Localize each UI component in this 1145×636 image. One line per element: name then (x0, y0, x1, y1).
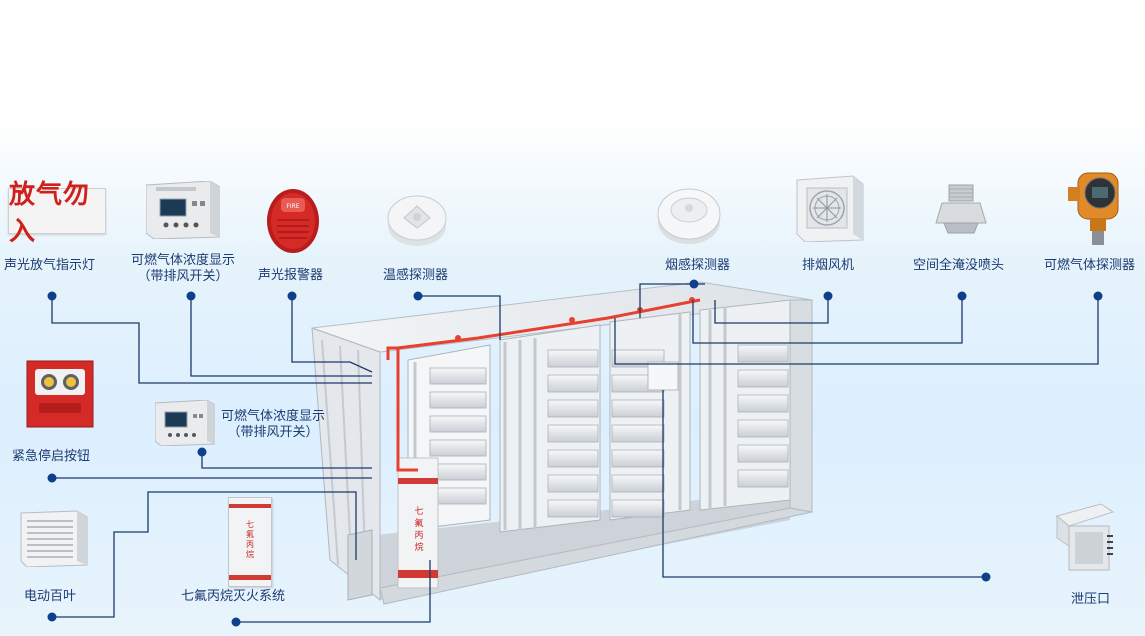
connector-dot (287, 291, 297, 301)
exhaust-fan-icon (795, 174, 865, 243)
cabinet-text: 七氟丙烷 (246, 520, 254, 559)
connector-dot (823, 291, 833, 301)
connector-dot (231, 617, 241, 627)
label-louver: 电动百叶 (24, 589, 77, 604)
connector-dot (981, 572, 991, 582)
label-gas-display-mid: 可燃气体浓度显示 （带排风开关） (216, 409, 330, 441)
louver-icon (19, 509, 89, 568)
label-nozzle: 空间全淹没喷头 (913, 258, 1005, 273)
label-temp-detector: 温感探测器 (383, 268, 449, 283)
label-emergency-button: 紧急停启按钮 (12, 449, 91, 464)
connector-dot (689, 279, 699, 289)
connector-dot (47, 612, 57, 622)
gas-detector-icon (1066, 171, 1126, 247)
label-line: （带排风开关） (137, 269, 229, 284)
label-relief-vent: 泄压口 (1071, 592, 1111, 607)
svg-text:FIRE: FIRE (286, 203, 299, 210)
label-extinguisher: 七氟丙烷灭火系统 (181, 589, 286, 604)
connector-dot (186, 291, 196, 301)
emergency-stop-button-icon (25, 359, 97, 429)
connector-dot (957, 291, 967, 301)
connector-lines (51, 283, 1099, 623)
gas-display-panel-icon (154, 399, 216, 447)
label-line: （带排风开关） (227, 425, 319, 440)
label-smoke-detector: 烟感探测器 (665, 258, 731, 273)
fire-extinguishing-cabinet-icon: 七氟丙烷 (228, 497, 272, 587)
warning-sign-text: 放气勿入 (9, 180, 91, 247)
connector-dot (413, 291, 423, 301)
connector-dot (197, 447, 207, 457)
warning-sign-icon: 放气勿入 (8, 180, 106, 247)
extinguisher-cabinet (397, 457, 439, 589)
label-exhaust-fan: 排烟风机 (802, 258, 855, 273)
label-alarm: 声光报警器 (258, 268, 324, 283)
spray-nozzle-icon (930, 183, 992, 237)
heat-detector-icon (386, 188, 448, 248)
connector-dot (47, 473, 57, 483)
label-line: 可燃气体浓度显示 (130, 253, 235, 268)
pressure-relief-vent-icon (1055, 502, 1117, 574)
label-gas-display-top: 可燃气体浓度显示 （带排风开关） (126, 253, 240, 285)
label-line: 可燃气体浓度显示 (220, 409, 325, 424)
fire-pipe (386, 298, 701, 472)
gas-display-panel-icon (145, 180, 221, 240)
smoke-detector-icon (656, 182, 722, 246)
connector-dot (1093, 291, 1103, 301)
connector-dot (47, 291, 57, 301)
label-gas-detector: 可燃气体探测器 (1044, 258, 1136, 273)
label-acousto-optic-indicator: 声光放气指示灯 (4, 258, 96, 273)
strobe-alarm-icon: FIRE (265, 188, 321, 254)
container-cabinet-text: 七氟丙烷 (414, 507, 424, 553)
battery-container-icon (311, 281, 813, 605)
